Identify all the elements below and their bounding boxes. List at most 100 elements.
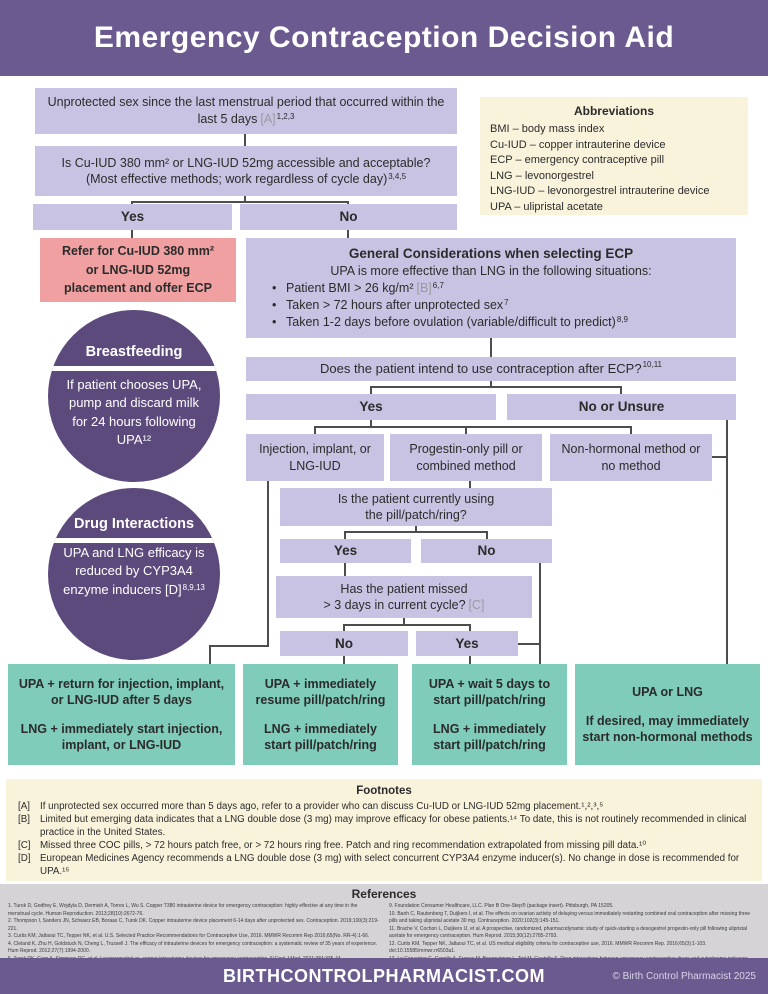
reference-item: 1. Turok D, Godfrey E, Wojdyla D, Dermis…	[8, 903, 358, 917]
reference-item: 10. Banh C, Rautenberg T, Duijkers I, et…	[389, 910, 751, 925]
node-using-question: Is the patient currently using the pill/…	[280, 488, 552, 526]
node-missed-yes: Yes	[416, 631, 518, 656]
connector	[344, 563, 346, 576]
outcome-wait-pill: UPA + wait 5 days to start pill/patch/ri…	[412, 664, 567, 765]
website-link[interactable]: BIRTHCONTROLPHARMACIST.COM	[223, 965, 545, 986]
connector	[347, 230, 349, 238]
reference-item: 2. Thompson I, Sanders JN, Schwarz EB, B…	[8, 918, 379, 932]
connector	[518, 643, 540, 645]
connector	[486, 531, 488, 539]
iud-question-line1: Is Cu-IUD 380 mm² or LNG-IUD 52mg access…	[61, 155, 431, 170]
abbreviation-item: Cu-IUD – copper intrauterine device	[490, 138, 666, 151]
general-considerations-intro: UPA is more effective than LNG in the fo…	[330, 264, 652, 279]
outcome-nonhormonal: If desired, may immediately start non-ho…	[582, 713, 753, 745]
refer-line2: or LNG-IUD 52mg	[85, 262, 191, 277]
connector	[131, 230, 133, 238]
reference-item: 11. Brache V, Cochon L, Duijkers IJ, et …	[389, 925, 747, 940]
drug-interactions-title: Drug Interactions	[73, 516, 195, 532]
footnote-item: [D]European Medicines Agency recommends …	[18, 852, 740, 877]
outcome-upa: UPA + return for injection, implant, or …	[18, 676, 225, 707]
node-iud-question: Is Cu-IUD 380 mm² or LNG-IUD 52mg access…	[35, 146, 457, 196]
connector	[370, 386, 622, 388]
general-considerations-box: General Considerations when selecting EC…	[246, 238, 736, 338]
abbreviations-title: Abbreviations	[573, 104, 654, 118]
node-intend-yes: Yes	[246, 394, 496, 420]
outcome-upa: UPA + immediately resume pill/patch/ring	[255, 676, 386, 707]
connector	[244, 196, 246, 201]
general-bullet: Patient BMI > 26 kg/m²[B]6,7	[260, 280, 722, 297]
reference-item: 3. Curtis KM, Jatlaoui TC, Tepper NK, et…	[8, 933, 370, 939]
breastfeeding-body: If patient chooses UPA, pump and discard…	[66, 377, 202, 448]
circle-divider	[48, 538, 220, 543]
node-start: Unprotected sex since the last menstrual…	[35, 88, 457, 134]
node-missed-no: No	[280, 631, 408, 656]
connector	[490, 381, 492, 386]
abbreviation-item: LNG-IUD – levonorgestrel intrauterine de…	[490, 185, 710, 198]
refer-line3: placement and offer ECP	[64, 281, 212, 296]
missed-question-line1: Has the patient missed	[340, 581, 468, 596]
connector	[469, 481, 471, 492]
connector	[630, 426, 632, 434]
iud-question-refs: 3,4,5	[388, 172, 407, 181]
missed-question-line2: > 3 days in current cycle?	[323, 598, 466, 612]
connector	[131, 201, 349, 203]
connector	[490, 338, 492, 357]
node-iud-no: No	[240, 204, 457, 230]
using-question-line1: Is the patient currently using	[337, 491, 495, 506]
node-missed-question: Has the patient missed > 3 days in curre…	[276, 576, 532, 618]
connector	[469, 656, 471, 664]
node-method-injection: Injection, implant, or LNG-IUD	[246, 434, 384, 481]
breastfeeding-title: Breastfeeding	[85, 344, 183, 360]
references-title: References	[351, 887, 417, 901]
footnote-marker-c: [C]	[468, 598, 485, 612]
outcome-lng: LNG + immediately start pill/patch/ring	[264, 722, 377, 753]
footnotes-title: Footnotes	[356, 785, 412, 797]
connector	[403, 618, 405, 624]
connector	[370, 386, 372, 394]
reference-item: 12. Curtis KM, Tepper NK, Jatlaoui TC, e…	[389, 940, 707, 955]
iud-question-line2: (Most effective methods; work regardless…	[85, 172, 388, 186]
connector	[267, 481, 269, 645]
drug-interactions-callout: Drug Interactions UPA and LNG efficacy i…	[48, 488, 220, 660]
reference-item: 4. Cleland K, Zhu H, Goldstuck N, Cheng …	[8, 940, 378, 955]
node-refer-iud: Refer for Cu-IUD 380 mm² or LNG-IUD 52mg…	[40, 238, 236, 302]
drug-interactions-refs: 8,9,13	[182, 582, 205, 592]
outcome-upa: UPA + wait 5 days to start pill/patch/ri…	[428, 676, 551, 707]
page-header: Emergency Contraception Decision Aid	[0, 0, 768, 76]
node-intend-question: Does the patient intend to use contracep…	[246, 357, 736, 381]
node-intend-no-unsure: No or Unsure	[507, 394, 736, 420]
connector	[343, 624, 345, 631]
connector	[726, 420, 728, 664]
refer-line1: Refer for Cu-IUD 380 mm²	[61, 243, 215, 258]
node-method-nonhormonal: Non-hormonal method or no method	[550, 434, 712, 481]
connector	[209, 645, 211, 664]
connector	[469, 624, 471, 631]
circle-divider	[48, 366, 220, 371]
connector	[620, 386, 622, 394]
using-question-line2: the pill/patch/ring?	[365, 508, 467, 522]
footnote-marker-b: [B]	[416, 281, 432, 296]
page-title: Emergency Contraception Decision Aid	[93, 21, 675, 54]
reference-item: 9. Foundation Consumer Healthcare, LLC. …	[389, 903, 614, 909]
outcome-lng: LNG + immediately start pill/patch/ring	[433, 722, 546, 753]
general-bullet: Taken > 72 hours after unprotected sex7	[260, 297, 722, 314]
connector	[314, 426, 316, 434]
footnotes-box: Footnotes [A]If unprotected sex occurred…	[6, 779, 762, 881]
references-section: References 1. Turok D, Godfrey E, Wojdyl…	[0, 884, 768, 994]
connector	[465, 426, 467, 434]
connector	[343, 656, 345, 664]
outcome-lng: LNG + immediately start injection, impla…	[20, 722, 223, 753]
connector	[343, 624, 471, 626]
connector	[314, 426, 632, 428]
connector	[712, 456, 728, 458]
start-text: Unprotected sex since the last menstrual…	[47, 95, 445, 126]
footnote-item: [B]Limited but emerging data indicates t…	[18, 814, 747, 839]
outcome-injection: UPA + return for injection, implant, or …	[8, 664, 235, 765]
abbreviation-item: BMI – body mass index	[490, 123, 605, 136]
connector	[209, 645, 269, 647]
node-method-pill: Progestin-only pill or combined method	[390, 434, 542, 481]
intend-question-text: Does the patient intend to use contracep…	[319, 361, 642, 377]
intend-question-refs: 10,11	[642, 359, 663, 369]
connector	[344, 531, 346, 539]
